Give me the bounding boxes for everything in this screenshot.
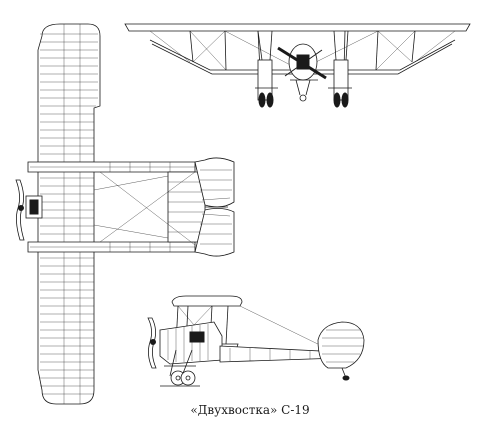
side-view-upper-wing xyxy=(171,295,243,307)
top-view-tailplane xyxy=(167,157,235,257)
side-view-nacelle xyxy=(159,321,223,365)
side-view xyxy=(147,295,365,387)
top-view-upper-boom xyxy=(27,161,196,173)
top-view-tail-wires xyxy=(93,171,196,246)
top-view xyxy=(15,23,235,405)
front-right-gear xyxy=(328,30,352,108)
side-view-rudder xyxy=(317,321,365,381)
top-view-lower-boom xyxy=(27,241,196,253)
front-engine-propeller xyxy=(277,43,327,102)
side-view-propeller xyxy=(147,317,157,369)
front-struts xyxy=(189,30,416,71)
front-view xyxy=(124,23,471,108)
front-left-gear xyxy=(255,30,278,108)
drawing-caption: «Двухвостка» С-19 xyxy=(190,403,310,417)
top-view-wing-ribs xyxy=(40,24,98,404)
side-view-landing-gear xyxy=(160,349,200,387)
top-view-wing xyxy=(37,23,101,405)
top-view-engine-propeller xyxy=(15,179,43,241)
